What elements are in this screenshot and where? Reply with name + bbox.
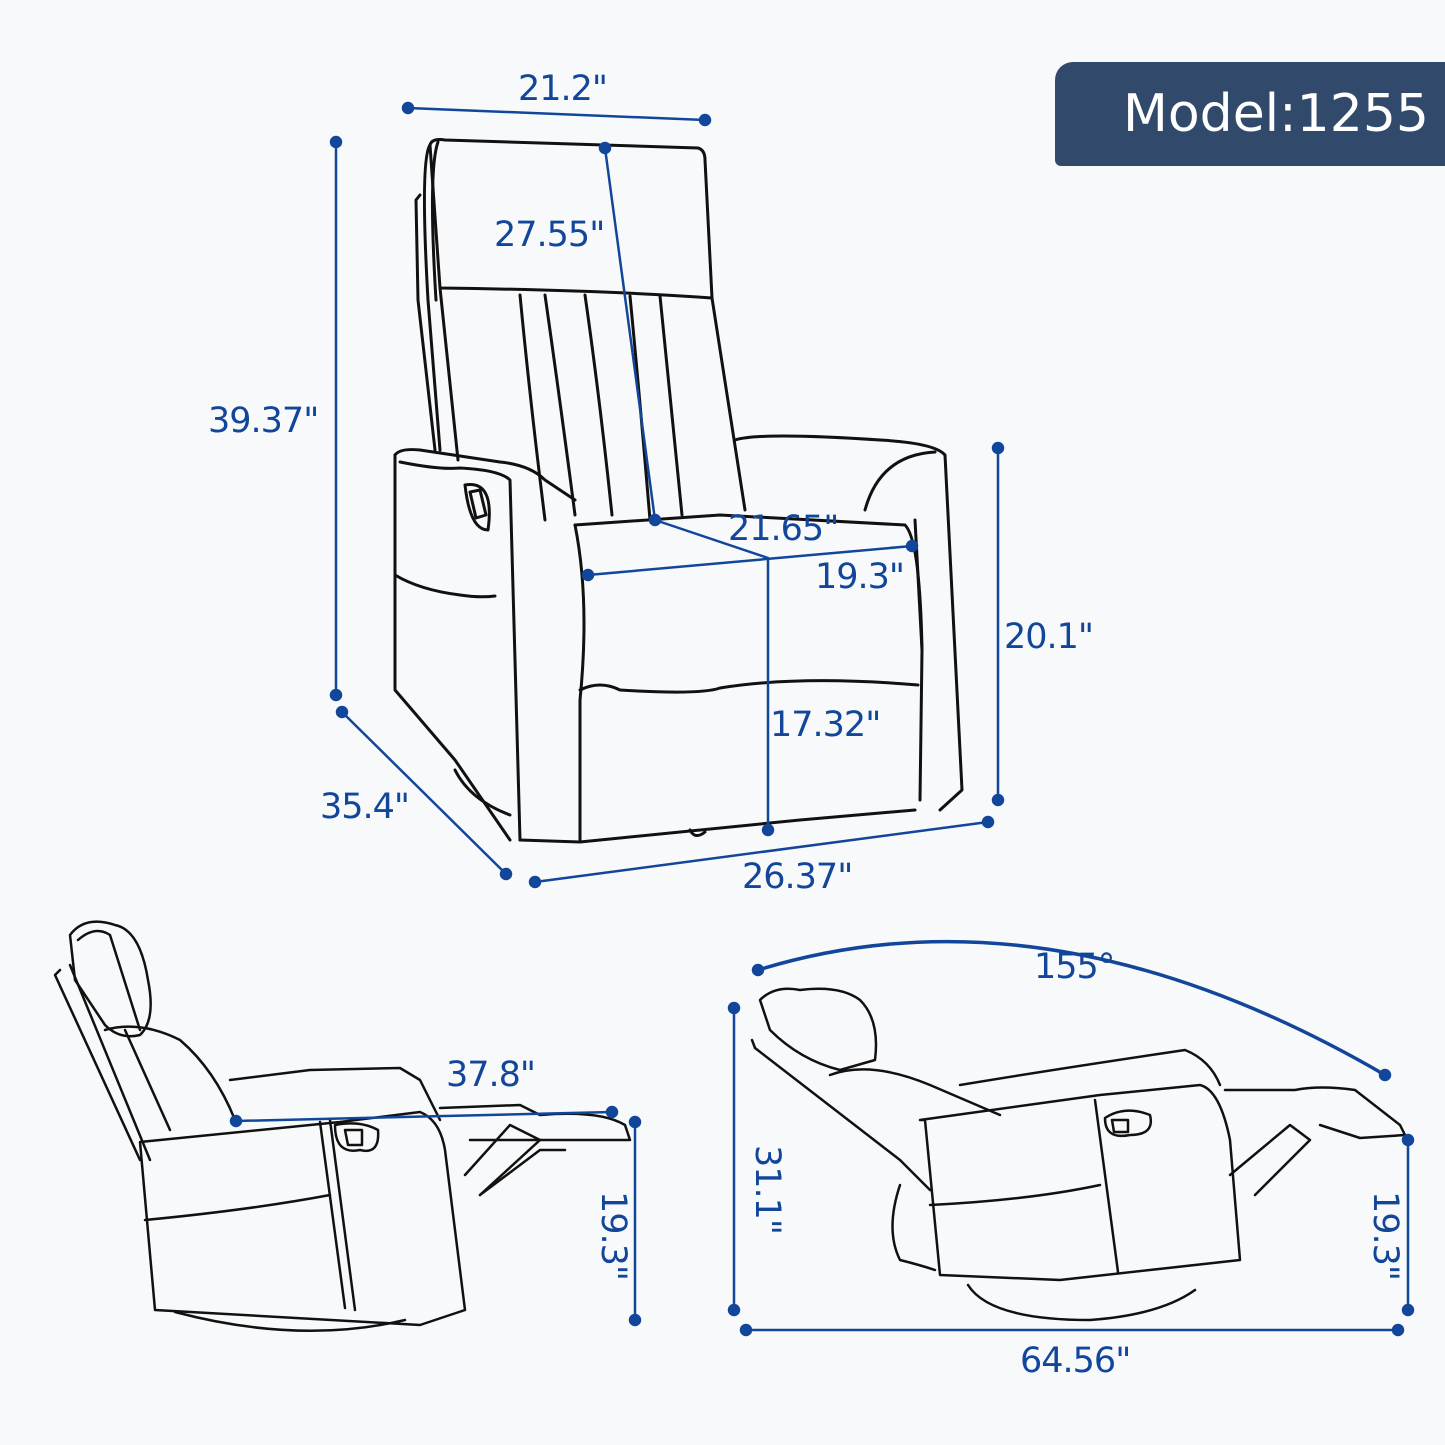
dim-side-footrest-height: 19.3" — [593, 1190, 634, 1281]
dim-seat-width: 19.3" — [815, 557, 905, 597]
dim-seat-depth: 21.65" — [728, 509, 839, 549]
recline-side-dimension-lines — [229, 1105, 642, 1327]
dim-top-width: 21.2" — [518, 69, 608, 109]
front-view-chair — [393, 138, 964, 844]
dim-arm-height: 20.1" — [1004, 617, 1094, 657]
recline-full-dimension-lines — [727, 939, 1415, 1337]
dim-full-footrest-height: 19.3" — [1365, 1190, 1406, 1281]
dim-recline-angle: 155° — [1034, 947, 1115, 987]
front-view-dimension-lines — [329, 101, 1005, 889]
recline-full-chair — [750, 987, 1407, 1322]
dim-recline-length: 64.56" — [1020, 1341, 1131, 1381]
dim-backrest-height: 27.55" — [494, 215, 605, 255]
dim-recline-height: 31.1" — [747, 1144, 788, 1235]
dim-overall-height: 39.37" — [208, 401, 319, 441]
model-badge: Model:1255 — [1055, 62, 1445, 166]
dim-width: 26.37" — [742, 857, 853, 897]
dim-extended-length: 37.8" — [446, 1055, 536, 1095]
model-label: Model:1255 — [1123, 84, 1429, 144]
recline-side-chair — [53, 920, 632, 1333]
dim-depth: 35.4" — [320, 787, 410, 827]
dim-seat-height: 17.32" — [770, 705, 881, 745]
